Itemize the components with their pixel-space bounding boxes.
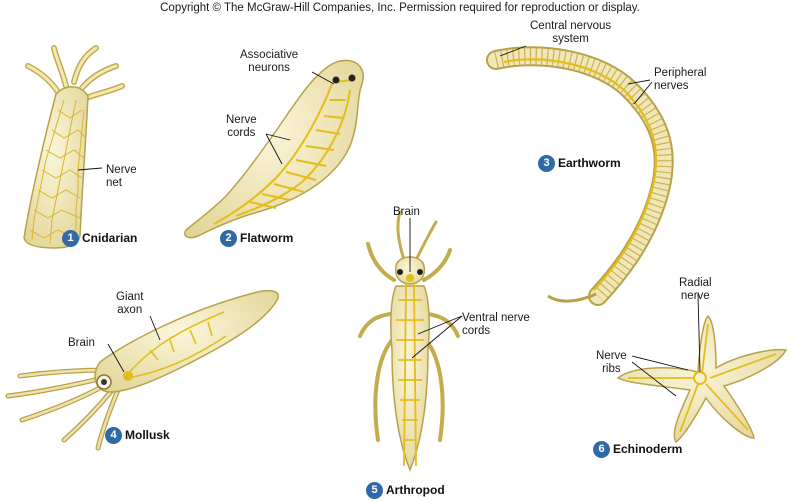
grasshopper-body [390, 285, 430, 473]
label-brain-arthropod: Brain [393, 206, 420, 218]
label-central-nervous-system: Central nervous system [530, 20, 612, 45]
label-ventral-nerve-cords: Ventral nerve cords [462, 312, 530, 337]
copyright-notice: Copyright © The McGraw-Hill Companies, I… [160, 2, 640, 14]
grasshopper-antennae [396, 210, 438, 262]
earthworm-ventral-nerve [503, 58, 658, 291]
cnidarian-illustration [23, 45, 125, 249]
label-associative-neurons: Associative neurons [240, 49, 299, 74]
flatworm-nerve-cords [213, 79, 353, 225]
label-nerve-ribs: Nerve ribs [596, 350, 627, 375]
earthworm-tail [547, 292, 597, 303]
label-nerve-cords: Nerve cords [226, 114, 257, 139]
sea-star-body [616, 314, 788, 444]
leader-lines [77, 45, 701, 397]
grasshopper-legs [358, 242, 460, 442]
echinoderm-illustration [616, 314, 788, 444]
earthworm-illustration [486, 46, 674, 306]
grasshopper-ventral-nerve-cords [396, 281, 424, 467]
earthworm-body [488, 48, 672, 304]
mollusk-illustration [5, 289, 279, 451]
label-nerve-net: Nerve net [106, 164, 137, 189]
label-peripheral-nerves: Peripheral nerves [654, 67, 707, 92]
flatworm-eyespot-left [332, 76, 340, 84]
squid-giant-axon [127, 311, 227, 379]
arthropod-illustration [358, 210, 460, 473]
label-radial-nerve: Radial nerve [679, 277, 712, 302]
label-giant-axon: Giant axon [116, 291, 144, 316]
grasshopper-brain [406, 274, 414, 282]
label-brain-mollusk: Brain [68, 337, 95, 349]
squid-brain [123, 371, 133, 381]
squid-mantle [94, 289, 279, 393]
sea-star-radial-nerves [628, 323, 777, 433]
flatworm-eyespot-right [348, 74, 356, 82]
